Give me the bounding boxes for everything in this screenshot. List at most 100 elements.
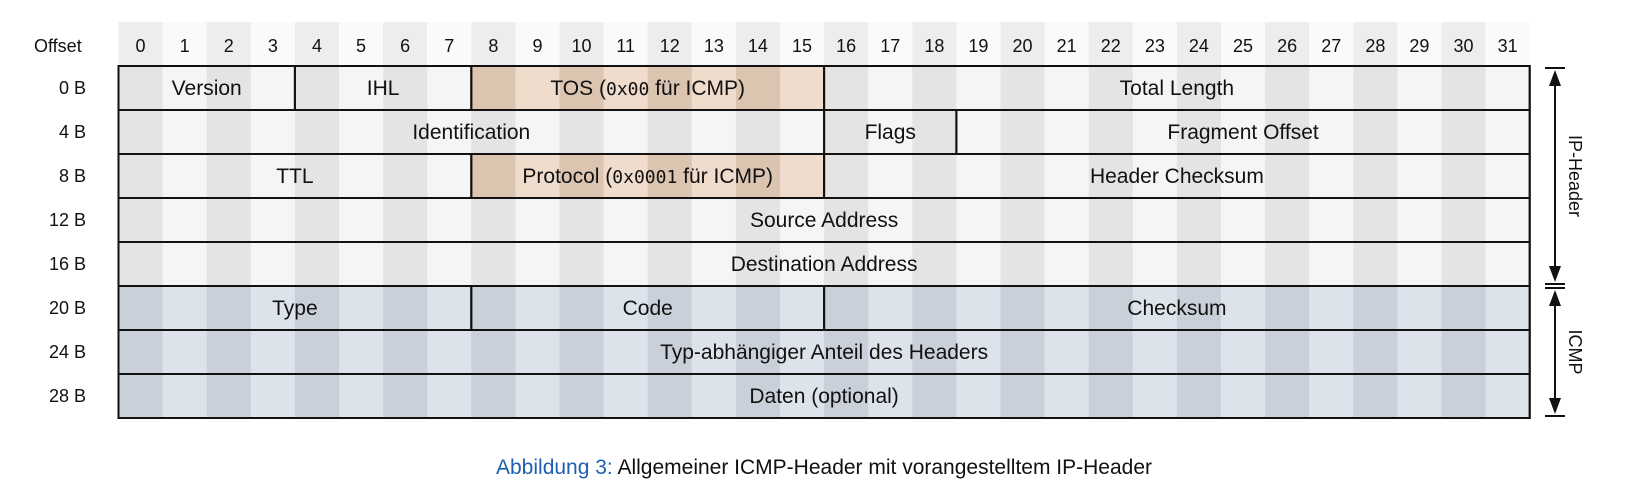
bit-cell bbox=[647, 374, 693, 418]
bit-cell bbox=[1397, 198, 1442, 242]
bit-number-label: 28 bbox=[1365, 36, 1385, 56]
bit-cell bbox=[1132, 286, 1178, 330]
bit-cell bbox=[118, 66, 163, 110]
bit-cell bbox=[868, 66, 913, 110]
bit-cell bbox=[1265, 154, 1310, 198]
header-stripe bbox=[559, 22, 604, 66]
bit-cell bbox=[383, 198, 428, 242]
bit-cell bbox=[956, 154, 1001, 198]
field-label: Source Address bbox=[750, 209, 898, 232]
bit-cell bbox=[912, 242, 957, 286]
figure-caption: Abbildung 3: Allgemeiner ICMP-Header mit… bbox=[0, 456, 1648, 480]
bit-cell bbox=[735, 110, 781, 154]
header-stripe bbox=[427, 22, 472, 66]
bit-number-label: 24 bbox=[1189, 36, 1209, 56]
bit-cell bbox=[250, 154, 296, 198]
bit-cell bbox=[118, 286, 163, 330]
bit-cell bbox=[603, 198, 648, 242]
bit-cell bbox=[735, 198, 781, 242]
bit-cell bbox=[118, 154, 163, 198]
bit-cell bbox=[118, 198, 163, 242]
bracket-label: IP-Header bbox=[1565, 135, 1585, 217]
bit-cell bbox=[1176, 198, 1222, 242]
header-stripe bbox=[339, 22, 384, 66]
bit-cell bbox=[1265, 110, 1310, 154]
field-label: Code bbox=[623, 297, 673, 320]
bit-number-label: 8 bbox=[488, 36, 498, 56]
header-stripe bbox=[383, 22, 428, 66]
bit-cell bbox=[294, 154, 340, 198]
bit-cell bbox=[559, 286, 604, 330]
bit-cell bbox=[1485, 286, 1530, 330]
field-label: Version bbox=[172, 77, 242, 100]
row-offset-label: 16 B bbox=[49, 254, 86, 274]
bit-cell bbox=[1088, 242, 1134, 286]
bit-cell bbox=[780, 330, 825, 374]
bit-cell bbox=[559, 154, 604, 198]
bit-number-label: 22 bbox=[1101, 36, 1121, 56]
header-stripe bbox=[691, 22, 736, 66]
bit-cell bbox=[1397, 154, 1442, 198]
bit-number-label: 25 bbox=[1233, 36, 1253, 56]
bit-cell bbox=[691, 198, 737, 242]
bit-cell bbox=[427, 286, 472, 330]
bit-cell bbox=[1221, 198, 1266, 242]
bit-cell bbox=[647, 66, 693, 110]
bit-cell bbox=[647, 330, 693, 374]
arrow-down-icon bbox=[1549, 266, 1561, 282]
bit-cell bbox=[250, 66, 296, 110]
bit-cell bbox=[912, 374, 957, 418]
bit-cell bbox=[735, 330, 781, 374]
header-stripe bbox=[956, 22, 1001, 66]
bit-cell bbox=[780, 110, 825, 154]
bit-cell bbox=[427, 110, 472, 154]
header-stripe bbox=[1132, 22, 1177, 66]
bit-cell bbox=[1397, 286, 1442, 330]
bit-cell bbox=[515, 286, 560, 330]
bit-number-label: 19 bbox=[968, 36, 988, 56]
header-stripe bbox=[647, 22, 692, 66]
bit-number-label: 29 bbox=[1409, 36, 1429, 56]
bit-cell bbox=[427, 374, 472, 418]
bit-cell bbox=[427, 242, 472, 286]
header-stripe bbox=[1309, 22, 1354, 66]
bit-cell bbox=[1441, 374, 1486, 418]
bit-cell bbox=[956, 198, 1001, 242]
bit-number-label: 6 bbox=[400, 36, 410, 56]
bit-cell bbox=[471, 330, 516, 374]
bit-cell bbox=[427, 330, 472, 374]
bit-cell bbox=[1397, 110, 1442, 154]
bit-cell bbox=[691, 154, 737, 198]
bit-cell bbox=[294, 110, 340, 154]
grid-border bbox=[117, 65, 1531, 419]
bit-cell bbox=[1353, 66, 1398, 110]
bit-cell bbox=[912, 110, 957, 154]
bit-cell bbox=[647, 198, 693, 242]
field-label: TOS (0x00 für ICMP) bbox=[550, 77, 745, 100]
header-stripe bbox=[912, 22, 957, 66]
header-stripe bbox=[206, 22, 251, 66]
bit-cell bbox=[1485, 110, 1530, 154]
bit-number-label: 27 bbox=[1321, 36, 1341, 56]
bit-cell bbox=[1265, 242, 1310, 286]
header-stripe bbox=[1441, 22, 1486, 66]
bit-cell bbox=[1000, 154, 1045, 198]
header-stripe bbox=[162, 22, 207, 66]
bit-cell bbox=[868, 330, 913, 374]
bit-cell bbox=[824, 110, 869, 154]
header-stripe bbox=[1044, 22, 1089, 66]
row-offset-label: 0 B bbox=[59, 78, 86, 98]
bit-cell bbox=[1132, 110, 1178, 154]
bit-cell bbox=[780, 286, 825, 330]
bit-cell bbox=[1353, 242, 1398, 286]
bit-cell bbox=[162, 110, 207, 154]
bit-cell bbox=[206, 330, 252, 374]
bit-cell bbox=[1441, 110, 1486, 154]
bit-cell bbox=[647, 154, 693, 198]
bit-cell bbox=[735, 66, 781, 110]
caption-label: Abbildung 3: bbox=[496, 456, 613, 479]
field-label: Header Checksum bbox=[1090, 165, 1264, 188]
bit-cell bbox=[1265, 286, 1310, 330]
bit-cell bbox=[206, 286, 252, 330]
header-stripe bbox=[1000, 22, 1045, 66]
